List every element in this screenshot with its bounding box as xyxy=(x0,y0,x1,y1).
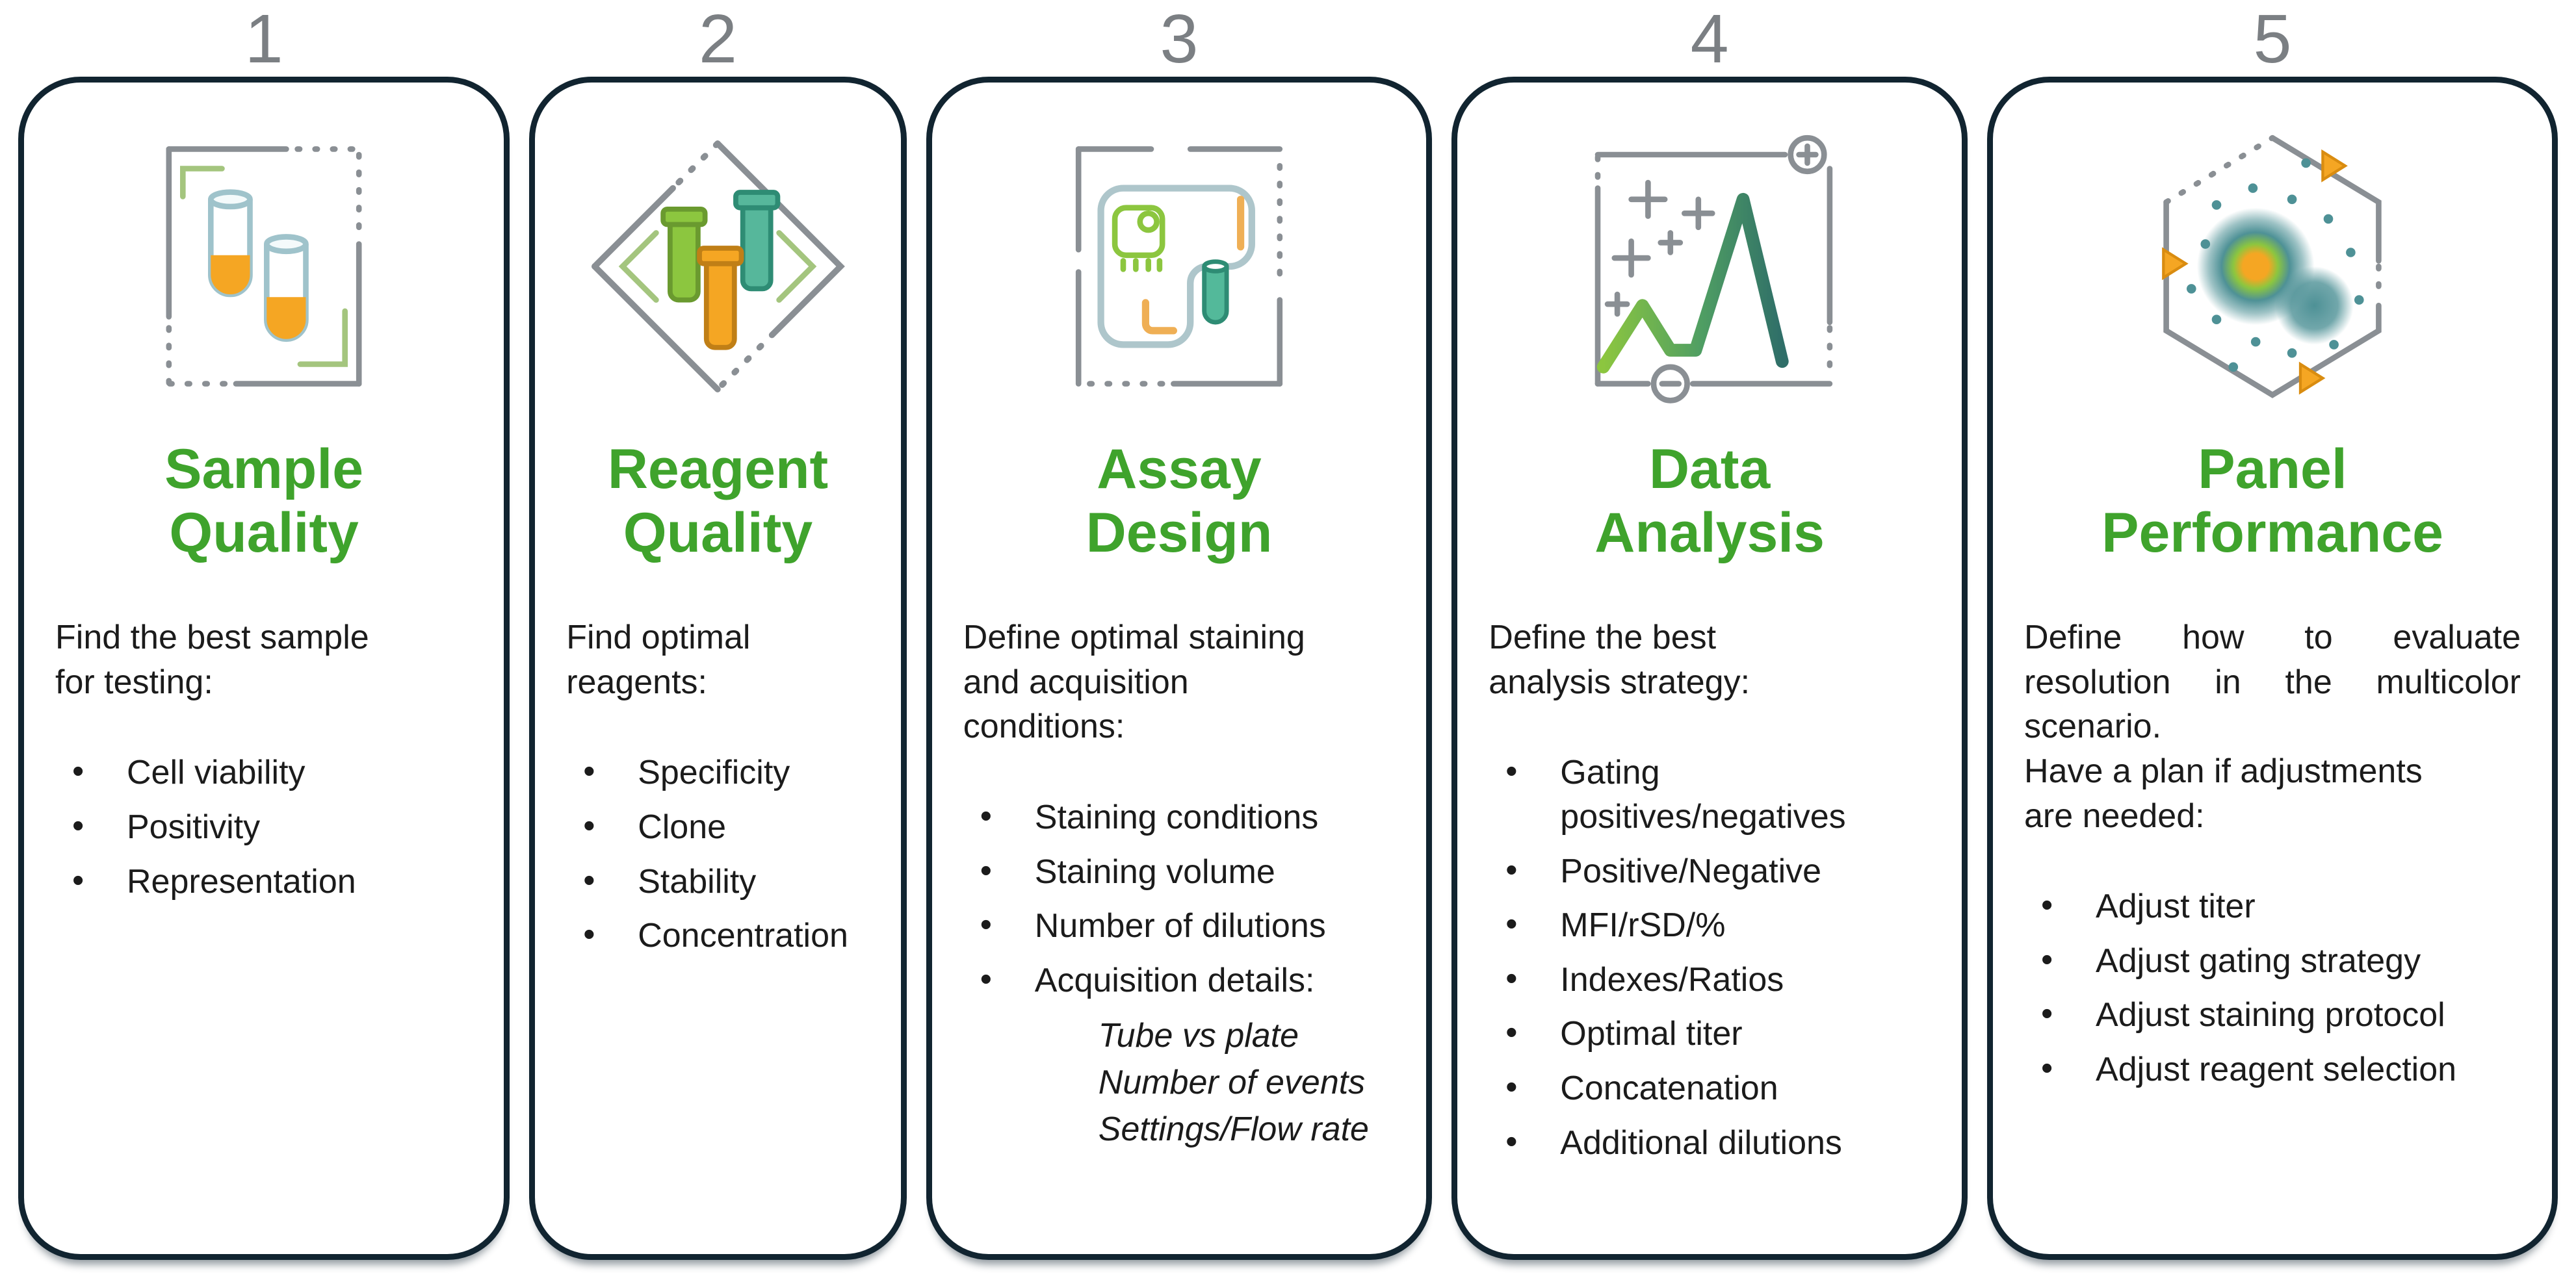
bullet-item: Optimal titer xyxy=(1489,1011,1931,1057)
bullet-item: Acquisition details: xyxy=(963,958,1396,1003)
step-card-reagent-quality: Reagent Quality Find optimal reagents: S… xyxy=(529,77,907,1260)
step-number: 2 xyxy=(699,1,737,77)
card-title: Assay Design xyxy=(1086,438,1273,565)
card-intro: Define how to evaluate resolution in the… xyxy=(2024,619,2521,746)
sub-bullet-item: Tube vs plate xyxy=(1098,1017,1299,1055)
bullet-item: Additional dilutions xyxy=(1489,1120,1931,1166)
bullet-list: Specificity Clone Stability Concentratio… xyxy=(566,750,870,968)
reagent-vials-icon xyxy=(566,114,870,419)
step-number: 1 xyxy=(244,1,283,77)
assay-design-icon xyxy=(963,114,1396,419)
card-title: Data Analysis xyxy=(1594,438,1825,565)
bullet-list: Cell viability Positivity Representation xyxy=(55,750,473,914)
bullet-item: Positivity xyxy=(55,804,473,850)
bullet-item: Positive/Negative xyxy=(1489,849,1931,894)
bullet-item: Cell viability xyxy=(55,750,473,795)
bullet-item: Adjust staining protocol xyxy=(2024,992,2521,1038)
bullet-item: Stability xyxy=(566,859,870,904)
bullet-item: Specificity xyxy=(566,750,870,795)
bullet-item: Adjust gating strategy xyxy=(2024,938,2521,984)
data-analysis-chart-icon xyxy=(1489,114,1931,419)
bullet-list: Adjust titer Adjust gating strategy Adju… xyxy=(2024,884,2521,1102)
card-intro: Define optimal staining and acquisition … xyxy=(963,619,1305,746)
sub-bullet-list: Tube vs plate Number of events Settings/… xyxy=(1099,1013,1396,1153)
card-title: Reagent Quality xyxy=(607,438,829,565)
card-intro: Define the best analysis strategy: xyxy=(1489,619,1750,701)
bullet-item: Number of dilutions xyxy=(963,903,1396,949)
step-card-data-analysis: Data Analysis Define the best analysis s… xyxy=(1451,77,1968,1260)
step-number: 5 xyxy=(2253,1,2292,77)
card-intro: Find the best sample for testing: xyxy=(55,619,369,701)
bullet-item: Staining volume xyxy=(963,849,1396,895)
bullet-list: Staining conditions Staining volume Numb… xyxy=(963,795,1396,1013)
step-number: 4 xyxy=(1690,1,1729,77)
card-title: Sample Quality xyxy=(164,438,364,565)
card-intro-secondary: Have a plan if adjustments are needed: xyxy=(2024,752,2423,835)
card-title: Panel Performance xyxy=(2101,438,2443,565)
bullet-item: Concentration xyxy=(566,913,870,958)
step-card-assay-design: Assay Design Define optimal staining and… xyxy=(926,77,1433,1260)
sub-bullet-item: Number of events xyxy=(1098,1064,1366,1102)
panel-performance-scatter-icon xyxy=(2024,114,2521,419)
step-column-3: 3 xyxy=(926,4,1433,1260)
bullet-item: Indexes/Ratios xyxy=(1489,957,1931,1003)
bullet-item: Concatenation xyxy=(1489,1066,1931,1111)
bullet-list: Gating positives/negatives Positive/Nega… xyxy=(1489,750,1931,1175)
bullet-item: Staining conditions xyxy=(963,795,1396,840)
bullet-item: Representation xyxy=(55,859,473,904)
step-card-sample-quality: Sample Quality Find the best sample for … xyxy=(18,77,510,1260)
sample-tubes-icon xyxy=(55,114,473,419)
step-column-2: 2 xyxy=(529,4,907,1260)
step-column-4: 4 xyxy=(1451,4,1968,1260)
step-column-1: 1 xyxy=(18,4,510,1260)
step-column-5: 5 xyxy=(1987,4,2558,1260)
step-number: 3 xyxy=(1160,1,1199,77)
bullet-item: MFI/rSD/% xyxy=(1489,903,1931,948)
bullet-item: Gating positives/negatives xyxy=(1489,750,1931,839)
card-intro: Find optimal reagents: xyxy=(566,619,751,701)
step-card-panel-performance: Panel Performance Define how to evaluate… xyxy=(1987,77,2558,1260)
bullet-item: Adjust reagent selection xyxy=(2024,1047,2521,1092)
sub-bullet-item: Settings/Flow rate xyxy=(1098,1110,1369,1148)
bullet-item: Clone xyxy=(566,804,870,850)
bullet-item: Adjust titer xyxy=(2024,884,2521,929)
